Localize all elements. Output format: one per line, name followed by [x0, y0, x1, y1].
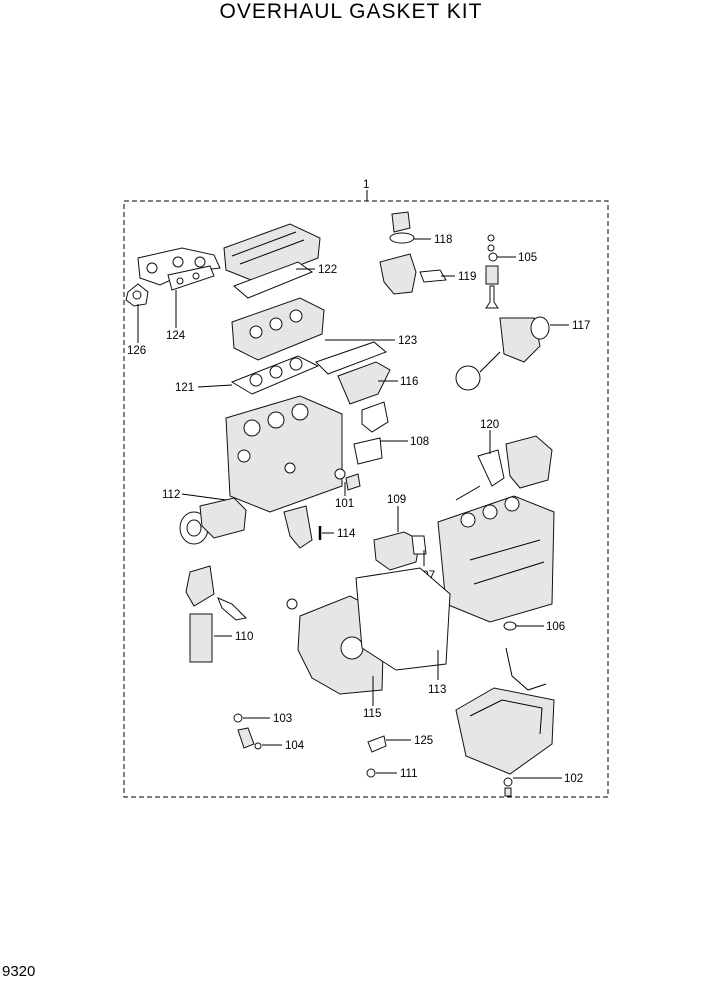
oil-pressure-switch: [345, 473, 361, 491]
filler-cap-gasket: [389, 232, 415, 244]
water-outlet-gasket: [419, 269, 447, 283]
rocker-cover: [223, 223, 321, 283]
water-outlet: [379, 253, 417, 295]
valve-spring: [485, 265, 499, 285]
callout-118: 118: [434, 234, 452, 246]
callout-123: 123: [398, 335, 417, 347]
manifold-gasket: [167, 265, 215, 291]
oil-filler-cap: [391, 211, 411, 233]
callout-124: 124: [166, 330, 186, 342]
dipstick-o-ring: [503, 621, 517, 631]
callout-104: 104: [285, 740, 305, 752]
oil-seal-retainer: [199, 497, 247, 539]
callout-114: 114: [337, 528, 356, 540]
gear-case-gasket-large: [355, 567, 451, 671]
kit-boundary: [123, 200, 609, 798]
callout-121: 121: [175, 382, 194, 394]
callout-117: 117: [572, 320, 590, 332]
callout-112: 112: [162, 489, 180, 501]
oil-seal-plug: [286, 598, 298, 610]
callout-111: 111: [400, 768, 417, 780]
side-cover-gasket: [353, 437, 383, 465]
head-gasket: [230, 355, 320, 395]
callout-116: 116: [400, 376, 418, 388]
cylinder-head: [231, 297, 325, 361]
sealing-washer: [334, 468, 346, 480]
injector-nozzle: [237, 727, 255, 749]
gear-case: [505, 435, 553, 489]
callout-109: 109: [387, 494, 406, 506]
coolant-pump-gasket: [411, 535, 427, 555]
callout-120: 120: [480, 419, 499, 431]
oil-pan: [455, 687, 555, 775]
thermostat-housing: [337, 361, 391, 405]
coolant-pump: [373, 531, 421, 571]
callout-115: 115: [363, 708, 381, 720]
head-cover-gasket: [315, 341, 387, 375]
drain-plug-washer: [503, 777, 513, 787]
valve-stem-seal: [488, 252, 498, 262]
oil-filter-element: [189, 613, 213, 663]
rocker-cover-gasket: [233, 261, 314, 299]
callout-113: 113: [428, 684, 446, 696]
exhaust-gasket: [125, 283, 149, 307]
callout-108: 108: [410, 436, 429, 448]
callout-102: 102: [564, 773, 583, 785]
callout-105: 105: [518, 252, 537, 264]
callout-101: 101: [335, 498, 354, 510]
water-pump: [455, 317, 541, 391]
valve-keeper: [487, 234, 495, 242]
water-pump-gasket: [530, 316, 550, 340]
callout-126: 126: [127, 345, 146, 357]
filter-bolt-set: [217, 597, 248, 621]
cylinder-block: [225, 395, 343, 513]
nozzle-gasket: [254, 742, 262, 750]
callout-110: 110: [235, 631, 253, 643]
callout-125: 125: [414, 735, 433, 747]
page-number: 9320: [2, 963, 36, 980]
small-gasket: [367, 735, 387, 753]
small-washer: [366, 768, 376, 778]
dipstick-guide: [505, 647, 547, 691]
callout-103: 103: [273, 713, 292, 725]
engine-valve: [485, 285, 499, 309]
callout-119: 119: [458, 271, 476, 283]
fitting-washer: [233, 713, 243, 723]
engine-block-assembly: [437, 495, 555, 623]
oil-filter-head: [185, 565, 215, 607]
page-title: OVERHAUL GASKET KIT: [219, 0, 483, 23]
gear-case-gasket: [477, 449, 505, 487]
kit-number-label: 1: [363, 179, 369, 191]
engine-bracket: [283, 505, 313, 549]
valve-retainer: [487, 244, 495, 252]
callout-122: 122: [318, 264, 337, 276]
callout-106: 106: [546, 621, 565, 633]
thermostat-gasket: [361, 401, 389, 433]
drain-plug: [504, 787, 512, 797]
